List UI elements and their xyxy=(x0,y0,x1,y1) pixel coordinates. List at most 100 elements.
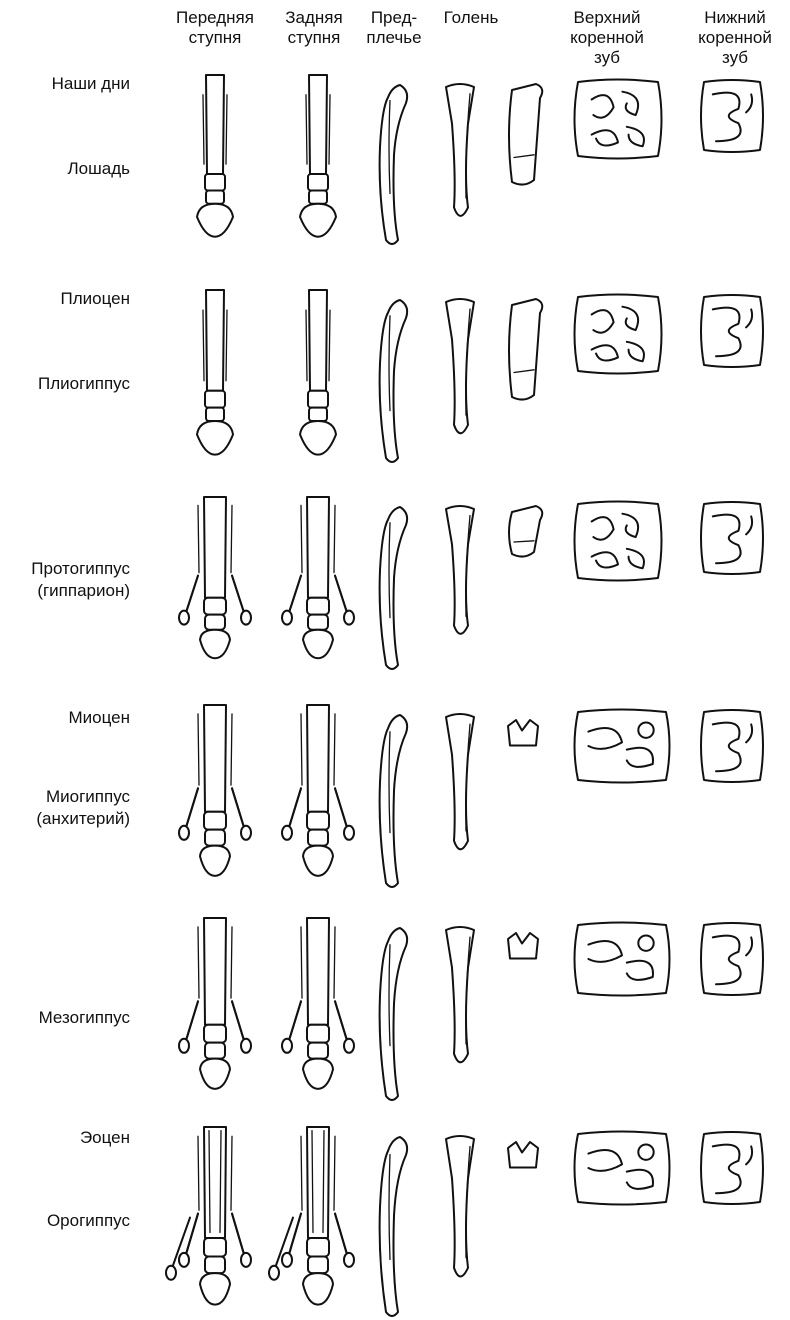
header-upper-molar-line1: Верхний xyxy=(573,8,641,27)
hoof xyxy=(302,1057,334,1090)
fibula-line xyxy=(465,308,471,416)
enamel-loop xyxy=(587,727,623,750)
genus-label-pliohippus: Плиогиппус xyxy=(38,373,130,395)
hind-foot-row-5 xyxy=(281,917,355,1090)
lower-molar-fold xyxy=(745,723,754,744)
forearm-row-5 xyxy=(378,927,409,1101)
hoof xyxy=(196,420,234,456)
hind-foot-row-2 xyxy=(299,289,337,456)
forearm-row-6 xyxy=(378,1136,409,1317)
genus-label-protohippus: Протогиппус (гиппарион) xyxy=(31,558,130,602)
side-metapodial-right xyxy=(230,504,233,574)
enamel-fold xyxy=(621,305,640,332)
phalanx xyxy=(306,1237,330,1258)
side-toe-tip xyxy=(240,1251,252,1268)
central-metapodial xyxy=(306,917,330,1026)
side-toe-inner xyxy=(185,1000,199,1042)
side-metapodial-left xyxy=(300,504,303,574)
hoof xyxy=(299,202,337,238)
lower-molar-row-4 xyxy=(700,709,764,783)
side-toe-inner xyxy=(334,787,348,829)
fore-foot-row-2 xyxy=(196,289,234,456)
header-upper-molar-line2: коренной xyxy=(570,28,644,47)
enamel-fold xyxy=(621,90,640,117)
fourth-toe-tip xyxy=(268,1264,280,1281)
side-metapodial-left xyxy=(197,713,200,786)
side-toe-inner xyxy=(231,1000,245,1042)
tooth-crown xyxy=(508,83,544,186)
upper-molar-row-5 xyxy=(573,921,671,997)
forearm-bone xyxy=(378,506,409,670)
central-metapodial xyxy=(203,496,227,599)
genus-label-orohippus-line1: Орогиппус xyxy=(46,1211,130,1230)
molar-outline xyxy=(573,293,663,375)
header-forearm: Пред- плечье xyxy=(358,8,430,48)
side-metapodial-right xyxy=(333,926,336,999)
lower-molar-row-3 xyxy=(700,501,764,575)
enamel-cusp xyxy=(637,934,655,952)
side-metapodial-left xyxy=(300,926,303,999)
fibula-line xyxy=(465,723,471,832)
upper-molar-row-1 xyxy=(573,78,663,160)
shin-row-1 xyxy=(445,83,475,217)
side-toe-tip xyxy=(178,1037,190,1054)
forearm-bone xyxy=(378,1136,409,1317)
tooth-profile-row-2 xyxy=(508,298,544,401)
lower-molar-outline xyxy=(700,1131,764,1205)
enamel-fold xyxy=(625,125,645,148)
side-toe-inner xyxy=(185,787,199,829)
header-hind-foot: Задняя ступня xyxy=(274,8,354,48)
tibia-bone xyxy=(445,1135,475,1278)
shin-row-2 xyxy=(445,298,475,435)
lower-molar-fold xyxy=(711,934,742,986)
header-lower-molar-line3: зуб xyxy=(721,48,749,67)
phalanx xyxy=(307,1041,329,1060)
tooth-profile-row-1 xyxy=(508,83,544,186)
fibula-line xyxy=(465,514,471,618)
side-toe-tip xyxy=(343,1037,355,1054)
side-metapodial-right xyxy=(230,1135,233,1211)
side-toe-inner xyxy=(334,1000,348,1042)
forearm-row-4 xyxy=(378,714,409,888)
hind-foot-row-1 xyxy=(299,74,337,238)
enamel-fold xyxy=(590,516,615,541)
hind-foot-row-6 xyxy=(268,1126,355,1306)
side-toe-inner xyxy=(231,574,245,614)
enamel-fold xyxy=(590,94,615,119)
genus-label-mesohippus: Мезогиппус xyxy=(39,1007,130,1029)
fourth-toe xyxy=(172,1216,191,1267)
genus-label-mesohippus-line1: Мезогиппус xyxy=(38,1008,130,1027)
tibia-bone xyxy=(445,713,475,851)
forearm-bone xyxy=(378,299,409,463)
header-forearm-line2: плечье xyxy=(366,28,422,47)
side-toe-tip xyxy=(178,1251,190,1268)
phalanx xyxy=(307,613,329,631)
lower-molar-outline xyxy=(700,709,764,783)
forearm-row-1 xyxy=(378,84,409,245)
side-metapodial-left xyxy=(300,1135,303,1211)
side-metapodial-right xyxy=(230,926,233,999)
side-toe-tip xyxy=(343,824,355,841)
side-metapodial-right xyxy=(333,504,336,574)
fibula-line xyxy=(465,93,471,199)
phalanx xyxy=(308,189,328,205)
hoof xyxy=(302,844,334,877)
tooth-crown xyxy=(508,505,544,558)
splint-bone-right xyxy=(225,309,228,382)
molar-outline xyxy=(573,500,663,582)
phalanx xyxy=(204,613,226,631)
lower-molar-fold xyxy=(711,91,742,143)
splint-bone-left xyxy=(305,309,308,382)
enamel-cusp xyxy=(637,1143,655,1161)
side-toe-inner xyxy=(334,574,348,614)
lower-molar-row-5 xyxy=(700,922,764,996)
fore-foot-row-3 xyxy=(178,496,252,660)
hoof xyxy=(302,628,334,660)
tibia-bone xyxy=(445,505,475,635)
genus-label-miohippus-line2: (анхитерий) xyxy=(36,809,130,828)
genus-label-horse-line1: Лошадь xyxy=(67,159,130,178)
enamel-fold xyxy=(590,344,619,362)
phalanx xyxy=(204,173,226,192)
hoof xyxy=(199,844,231,877)
enamel-fold xyxy=(625,547,645,570)
